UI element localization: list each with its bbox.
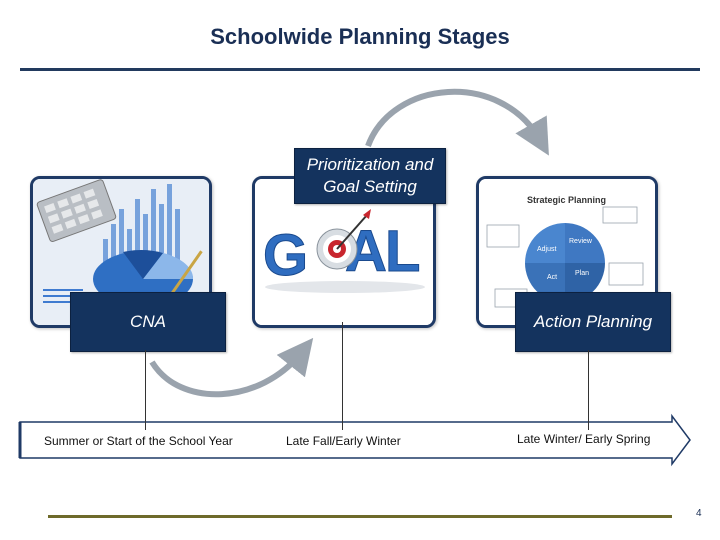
connector-line-cna (145, 350, 146, 430)
stage-label-prioritization: Prioritization and Goal Setting (294, 148, 446, 204)
timeline-label-winter: Late Winter/ Early Spring (517, 432, 651, 446)
stage-label-cna: CNA (70, 292, 226, 352)
goal-letter-g: G (263, 223, 308, 288)
cycle-label-act: Act (547, 274, 557, 281)
title-divider (20, 68, 700, 71)
strategic-planning-heading: Strategic Planning (527, 195, 606, 205)
goal-letter-a: A (345, 219, 387, 284)
goal-letter-l: L (385, 219, 420, 284)
cycle-label-review: Review (569, 238, 593, 245)
stage-label-action-planning: Action Planning (515, 292, 671, 352)
connector-line-action (588, 350, 589, 430)
timeline-label-summer: Summer or Start of the School Year (44, 434, 233, 448)
page-title: Schoolwide Planning Stages (210, 24, 510, 49)
target-icon (316, 209, 371, 270)
bottom-curved-arrow (149, 337, 314, 398)
footer-divider (48, 515, 672, 518)
cycle-label-plan: Plan (575, 270, 589, 277)
page-number: 4 (696, 508, 702, 519)
planning-cycle-wheel: Adjust Review Act Plan (525, 223, 605, 303)
goal-image-frame: G A L (252, 176, 436, 328)
timeline-arrow (19, 413, 691, 467)
connector-line-goal (342, 322, 343, 430)
top-curved-arrow (365, 88, 549, 156)
cycle-label-adjust: Adjust (537, 246, 557, 253)
timeline-label-fall: Late Fall/Early Winter (286, 434, 401, 448)
